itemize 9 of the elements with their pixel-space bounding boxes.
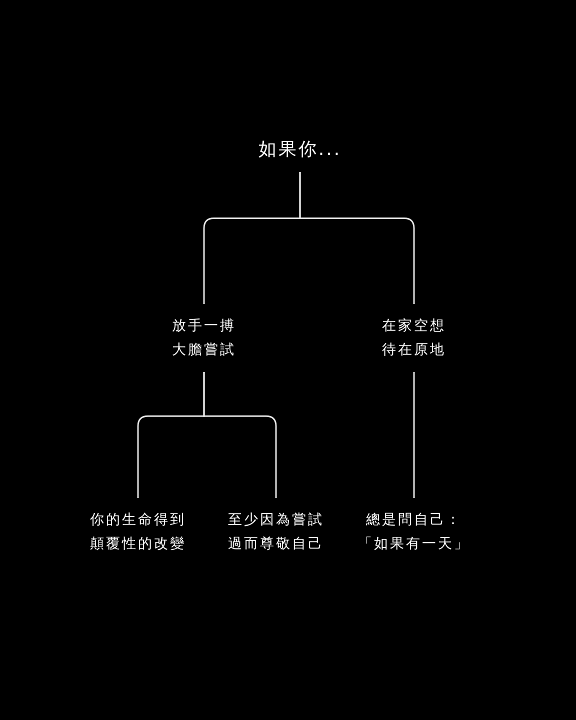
tree-connector <box>299 172 415 304</box>
branch-text: 如果你... <box>257 138 343 162</box>
branch-text: 你的生命得到顛覆性的改變 <box>89 511 187 554</box>
branch-text: 在家空想待在原地 <box>381 317 447 360</box>
branch-text: 放手一搏大膽嘗試 <box>171 317 237 360</box>
tree-connector <box>413 372 415 498</box>
branch-text: 至少因為嘗試過而尊敬自己 <box>227 511 325 554</box>
branch-text: 總是問自己：「如果有一天」 <box>357 511 471 554</box>
tree-connector <box>203 372 277 498</box>
